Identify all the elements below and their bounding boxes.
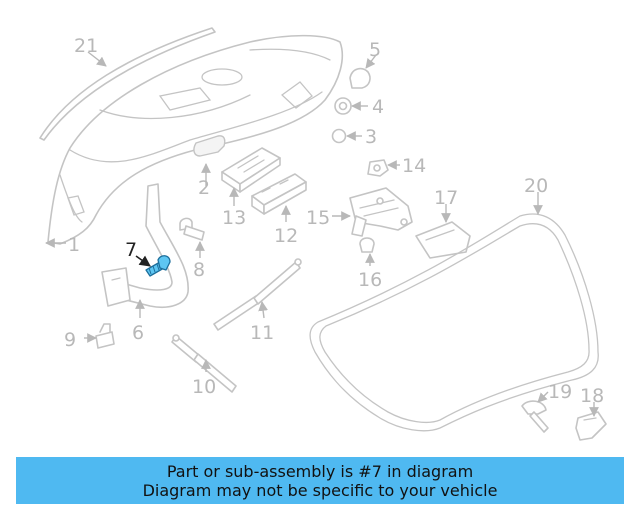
callout-17: 17 bbox=[434, 187, 458, 209]
callout-19: 19 bbox=[548, 381, 572, 403]
trunk-lid bbox=[47, 34, 344, 245]
callout-10: 10 bbox=[192, 376, 216, 398]
callout-9: 9 bbox=[64, 329, 76, 351]
callout-21: 21 bbox=[74, 35, 98, 57]
callout-18: 18 bbox=[580, 385, 604, 407]
part-14-nut bbox=[367, 159, 389, 177]
callout-1: 1 bbox=[68, 234, 80, 256]
callout-2: 2 bbox=[198, 177, 210, 199]
part-11-strut bbox=[213, 258, 302, 331]
part-20-weatherstrip bbox=[309, 213, 599, 432]
callout-6: 6 bbox=[132, 322, 144, 344]
part-13-panel bbox=[221, 147, 281, 193]
part-7-bolt-highlighted[interactable] bbox=[145, 255, 171, 277]
callout-12: 12 bbox=[274, 225, 298, 247]
callout-15: 15 bbox=[306, 207, 330, 229]
spoiler-strip bbox=[39, 27, 216, 141]
part-2-bumper bbox=[193, 135, 226, 157]
info-banner: Part or sub-assembly is #7 in diagram Di… bbox=[16, 457, 624, 504]
callout-7: 7 bbox=[125, 239, 137, 261]
part-9-clip bbox=[95, 323, 115, 349]
part-6-hinge bbox=[101, 183, 189, 308]
callout-13: 13 bbox=[222, 207, 246, 229]
banner-line-part: Part or sub-assembly is #7 in diagram bbox=[166, 461, 474, 481]
banner-line-disclaimer: Diagram may not be specific to your vehi… bbox=[142, 480, 498, 500]
part-17-cover bbox=[415, 221, 471, 259]
callout-14: 14 bbox=[402, 155, 426, 177]
callout-8: 8 bbox=[193, 259, 205, 281]
callout-20: 20 bbox=[524, 175, 548, 197]
part-4-grommet bbox=[334, 97, 352, 115]
part-3-washer bbox=[331, 128, 347, 144]
callout-5: 5 bbox=[369, 39, 381, 61]
callout-labels: 1 2 3 4 5 6 7 8 9 10 11 12 13 14 15 16 1… bbox=[64, 35, 604, 407]
callout-16: 16 bbox=[358, 269, 382, 291]
callout-4: 4 bbox=[372, 96, 384, 118]
callout-3: 3 bbox=[365, 126, 377, 148]
part-8-bolt bbox=[179, 217, 205, 241]
part-19-clip bbox=[521, 400, 549, 433]
part-16-bumper bbox=[359, 237, 375, 253]
callout-11: 11 bbox=[250, 322, 274, 344]
part-18-bracket bbox=[575, 411, 607, 441]
part-15-latch bbox=[349, 187, 413, 237]
leader-lines bbox=[45, 51, 599, 417]
part-5-cap bbox=[349, 67, 371, 89]
parts-diagram: 1 2 3 4 5 6 7 8 9 10 11 12 13 14 15 16 1… bbox=[39, 27, 607, 441]
part-12-bracket bbox=[251, 173, 307, 215]
